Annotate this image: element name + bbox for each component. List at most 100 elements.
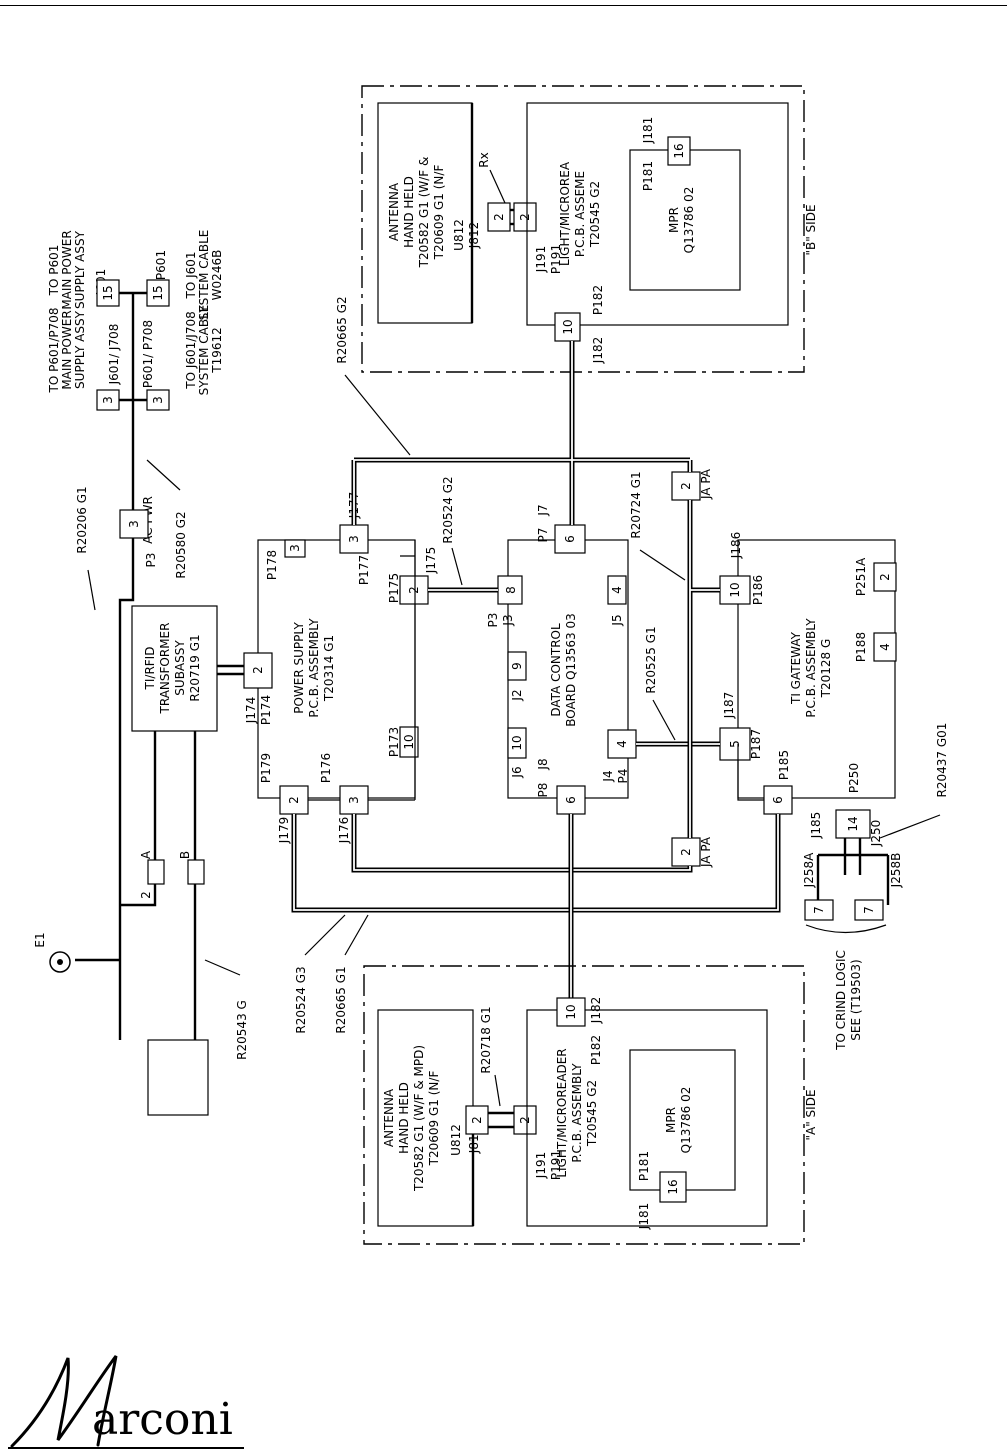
j191-b-connector <box>513 202 537 232</box>
to-p601-line1: TO P601 <box>47 245 61 297</box>
top-rule <box>0 5 1007 6</box>
p601-p708-pin: 3 <box>151 396 165 404</box>
j181-a-pin: 16 <box>666 1179 680 1194</box>
antenna-a-line2: HAND HELD <box>397 1082 411 1154</box>
r20525-label: R20525 G1 <box>644 626 658 693</box>
to-p601-p708-line3: SUPPLY ASSY <box>73 310 87 389</box>
r20718-link <box>488 1111 514 1129</box>
to-crind-line1: TO CRIND LOGIC <box>834 950 848 1051</box>
r20718-label: R20718 G1 <box>479 1006 493 1073</box>
p191-b-label: P191 <box>549 244 563 274</box>
ac-feed-cable <box>118 538 135 1040</box>
transformer-line2: TRANSFORMER <box>158 623 172 715</box>
p188-connector <box>873 632 897 662</box>
tig-line2: P.C.B. ASSEMBLY <box>804 618 818 718</box>
p173-pin: 10 <box>402 734 416 749</box>
j185-label: J185 <box>809 812 823 839</box>
j191-a-connector <box>513 1105 537 1135</box>
to-p601-line2: MAIN POWER <box>60 230 74 309</box>
mpr-a-line2: Q13786 02 <box>679 1087 693 1154</box>
r20665-g1-loop-inner <box>353 814 691 871</box>
j5-label: J5 <box>610 614 624 626</box>
j2-label: J2 <box>510 689 524 701</box>
ps-internal-traces <box>308 540 764 801</box>
ground-terminal-dot-icon <box>57 959 63 965</box>
a-side-label: "A" SIDE <box>804 1089 818 1140</box>
cable-labels-group: R20665 G2 R20524 G2 R20724 G1 R20525 G1 … <box>294 296 686 1034</box>
antenna-a-line1: ANTENNA <box>382 1088 396 1147</box>
dc-line2: BOARD Q13563 03 <box>564 613 578 727</box>
marconi-logo: arconi <box>8 1355 244 1449</box>
r20206-label: R20206 G1 <box>75 486 89 553</box>
p3-dc-label: P3 <box>486 613 500 628</box>
j179-label: J179 <box>277 817 291 844</box>
wire-a-plug <box>147 859 165 885</box>
transformer-line3: SUBASSY <box>173 640 187 696</box>
to-j601-j708-line2: SYSTEM CABLE <box>197 305 211 396</box>
ja-pa-bottom-pin: 2 <box>679 848 693 856</box>
j7-pin: 6 <box>563 535 577 543</box>
j3-pin: 8 <box>504 586 518 594</box>
light-a-box <box>526 1009 768 1227</box>
j181-a-label: J181 <box>637 1203 651 1230</box>
r20724-leader <box>639 549 686 581</box>
j181-b-pin: 16 <box>672 143 686 158</box>
antenna-b-line1: ANTENNA <box>387 182 401 241</box>
r20665-g2-label: R20665 G2 <box>335 296 349 363</box>
r20543-label: R20543 G <box>235 1000 249 1060</box>
ti-gateway-group: TI GATEWAY P.C.B. ASSEMBLY T20128 G 10 J… <box>719 532 949 1051</box>
to-crind-line2: SEE (T19503) <box>849 959 863 1040</box>
p3-pin: 3 <box>127 520 141 528</box>
j812-a-pin: 2 <box>470 1116 484 1124</box>
u812-a-label: U812 <box>449 1124 463 1156</box>
j176-label: J176 <box>337 817 351 844</box>
j174-label: J174 <box>244 697 258 724</box>
ja-pa-bottom-label: JA PA <box>699 836 713 868</box>
j8-pin: 6 <box>564 796 578 804</box>
p178-label: P178 <box>265 550 279 580</box>
p601-p708-label: P601/ P708 <box>141 320 155 388</box>
p191-a-label: P191 <box>549 1150 563 1180</box>
p173-label: P173 <box>387 727 401 757</box>
j812-b-connector <box>487 202 511 232</box>
mpr-a-line1: MPR <box>664 1107 678 1133</box>
r20524-g2-leader <box>451 547 463 586</box>
p182-a-label: P182 <box>589 1035 603 1065</box>
j6-label: J6 <box>510 766 524 778</box>
j182-a-pin: 10 <box>564 1004 578 1019</box>
transformer-group: TI/RFID TRANSFORMER SUBASSY R20719 G1 A … <box>33 538 250 1116</box>
j181-b-label: J181 <box>641 117 655 144</box>
r20665-g1-leader <box>344 914 369 956</box>
to-j601-j708-line1: TO J601/J708 <box>184 311 198 390</box>
j812-b-label: J812 <box>467 222 481 249</box>
p181-a-label: P181 <box>637 1151 651 1181</box>
ac-power-link <box>119 291 147 520</box>
r20724-g1-cable <box>687 500 720 838</box>
r20524-g3-label: R20524 G3 <box>294 966 308 1033</box>
r20665-g2-bus-inner <box>353 341 691 525</box>
u812-b-label: U812 <box>452 219 466 251</box>
transformer-leads <box>153 731 197 1040</box>
r20437-label: R20437 G01 <box>935 723 949 798</box>
p178-connector <box>284 539 306 558</box>
light-b-box <box>526 102 789 326</box>
p176-label: P176 <box>319 753 333 783</box>
p177-label: P177 <box>357 555 371 585</box>
ja-pa-bottom-connector <box>671 837 701 867</box>
p4-label: P4 <box>616 769 630 784</box>
ground-terminal-icon <box>49 951 71 973</box>
to-j601-line2: SYSTEM CABLE <box>197 230 211 321</box>
j250-pin: 14 <box>846 816 860 831</box>
cable-harness-group <box>291 341 781 998</box>
j182-b-connector <box>554 312 581 342</box>
j258a-connector <box>804 899 834 921</box>
r20724-g1-cable-inner <box>689 500 720 838</box>
ja-pa-top-pin: 2 <box>679 482 693 490</box>
j182-a-connector <box>556 997 586 1027</box>
j2-pin: 9 <box>510 662 524 670</box>
r20524-g3-loop-inner <box>293 814 779 911</box>
r20724-label: R20724 G1 <box>629 471 643 538</box>
j258b-connector <box>854 899 884 921</box>
power-connectors-group: TO P601/P708 MAIN POWER SUPPLY ASSY TO P… <box>47 230 224 611</box>
r20206-leader <box>87 569 96 611</box>
